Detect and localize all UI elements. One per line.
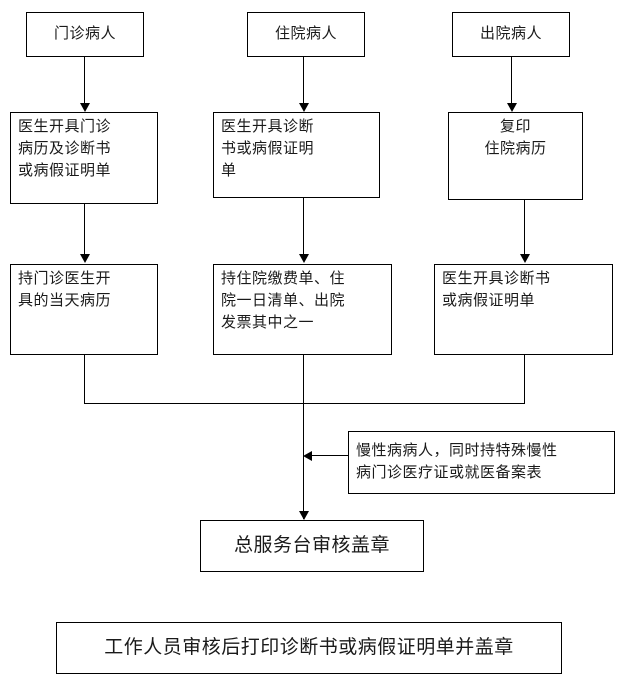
node-inpatient-doctor-issue-label: 医生开具诊断 书或病假证明 单 [221, 119, 315, 179]
arrowhead-inpatient-to-issue-icon [299, 103, 309, 112]
edge-merge-stub-left [84, 355, 85, 404]
node-copy-inpatient-record-label: 复印 住院病历 [484, 119, 547, 157]
node-service-desk-review[interactable]: 总服务台审核盖章 [200, 520, 424, 572]
node-hold-inpatient-bills[interactable]: 持住院缴费单、住 院一日清单、出院 发票其中之一 [213, 264, 392, 355]
node-chronic-note[interactable]: 慢性病病人，同时持特殊慢性 病门诊医疗证或就医备案表 [348, 431, 615, 494]
edge-issue-to-hold-bills [303, 198, 304, 255]
node-hold-outpatient-record[interactable]: 持门诊医生开 具的当天病历 [10, 264, 158, 355]
arrowhead-merge-to-service-desk-icon [299, 511, 309, 520]
node-inpatient-doctor-issue[interactable]: 医生开具诊断 书或病假证明 单 [213, 112, 380, 198]
edge-merge-rail [84, 403, 525, 404]
arrowhead-issue-to-hold-bills-icon [299, 254, 309, 263]
edge-inpatient-to-issue [303, 57, 304, 104]
node-staff-print-and-stamp-label: 工作人员审核后打印诊断书或病假证明单并盖章 [104, 637, 514, 659]
edge-issue-to-hold-record [84, 204, 85, 255]
node-inpatient-patient[interactable]: 住院病人 [247, 12, 365, 57]
arrowhead-copy-to-discharged-issue-icon [520, 254, 530, 263]
edge-merge-to-service-desk [303, 403, 304, 519]
node-staff-print-and-stamp[interactable]: 工作人员审核后打印诊断书或病假证明单并盖章 [56, 622, 562, 674]
node-copy-inpatient-record[interactable]: 复印 住院病历 [448, 112, 583, 200]
arrowhead-discharged-to-copy-icon [507, 103, 517, 112]
node-discharged-patient-label: 出院病人 [479, 25, 542, 42]
edge-outpatient-to-issue [84, 57, 85, 104]
edge-merge-stub-right [524, 355, 525, 404]
node-outpatient-doctor-issue[interactable]: 医生开具门诊 病历及诊断书 或病假证明单 [10, 112, 158, 204]
node-outpatient-patient-label: 门诊病人 [53, 25, 116, 42]
node-outpatient-patient[interactable]: 门诊病人 [26, 12, 144, 57]
edge-discharged-to-copy [511, 57, 512, 104]
edge-copy-to-discharged-issue [524, 200, 525, 255]
arrowhead-outpatient-to-issue-icon [80, 103, 90, 112]
node-inpatient-patient-label: 住院病人 [274, 25, 337, 42]
node-chronic-note-label: 慢性病病人，同时持特殊慢性 病门诊医疗证或就医备案表 [356, 442, 558, 481]
edge-chronic-note-to-trunk [312, 455, 348, 456]
node-service-desk-review-label: 总服务台审核盖章 [233, 535, 390, 557]
node-discharged-patient[interactable]: 出院病人 [452, 12, 570, 57]
node-hold-inpatient-bills-label: 持住院缴费单、住 院一日清单、出院 发票其中之一 [221, 271, 346, 331]
node-outpatient-doctor-issue-label: 医生开具门诊 病历及诊断书 或病假证明单 [18, 119, 112, 179]
arrowhead-chronic-note-to-trunk-icon [303, 451, 312, 461]
node-hold-outpatient-record-label: 持门诊医生开 具的当天病历 [18, 271, 112, 309]
node-discharged-doctor-issue[interactable]: 医生开具诊断书 或病假证明单 [434, 264, 613, 355]
edge-merge-stub-center [303, 355, 304, 404]
node-discharged-doctor-issue-label: 医生开具诊断书 或病假证明单 [442, 271, 551, 309]
arrowhead-issue-to-hold-record-icon [80, 254, 90, 263]
